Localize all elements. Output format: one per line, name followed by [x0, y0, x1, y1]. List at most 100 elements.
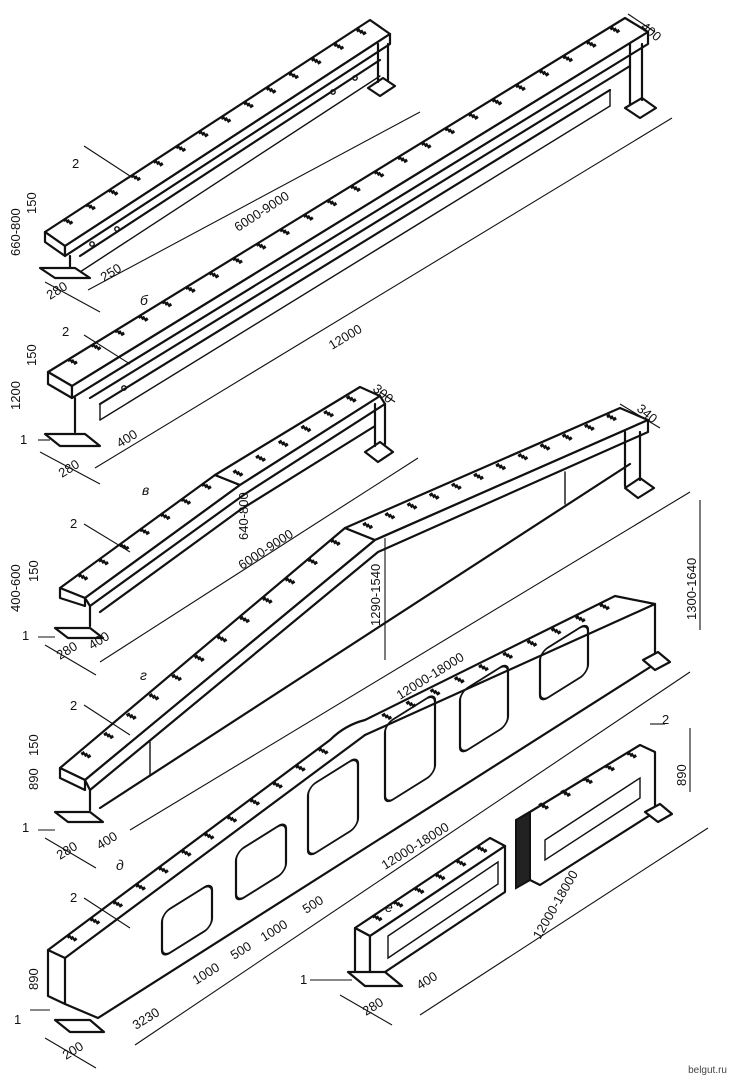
reinforcement-tick: [413, 886, 425, 895]
dim-b-height-small: 660-800: [8, 208, 23, 256]
reinforcement-tick: [77, 573, 89, 581]
dim-b-base-small: 280: [44, 278, 70, 302]
reinforcement-tick: [171, 673, 182, 682]
reinforcement-tick: [473, 472, 484, 481]
reinforcement-tick: [148, 693, 160, 701]
reinforcement-tick: [175, 144, 187, 153]
reinforcement-ticks: [62, 25, 637, 942]
reinforcement-tick: [152, 159, 164, 167]
reinforcement-tick: [139, 527, 150, 536]
reinforcement-tick: [90, 343, 102, 351]
reinforcement-tick: [444, 126, 456, 135]
reinforcement-tick: [265, 86, 277, 94]
reinforcement-tick: [434, 872, 446, 881]
reinforcement-tick: [159, 512, 171, 521]
reinforcement-tick: [232, 469, 244, 477]
reinforcement-tick: [323, 409, 334, 418]
reinforcement-tick: [62, 217, 74, 225]
reinforcement-tick: [585, 40, 597, 48]
beam-b-large: [43, 16, 658, 448]
reinforcement-tick: [125, 712, 137, 720]
reinforcement-tick: [255, 242, 267, 250]
reinforcement-tick: [226, 815, 238, 823]
reinforcement-tick: [405, 700, 417, 708]
reinforcement-tick: [197, 130, 209, 138]
reinforcement-tick: [582, 776, 593, 785]
reinforcement-tick: [583, 423, 595, 432]
reinforcement-tick: [220, 115, 232, 123]
reinforcement-tick: [200, 482, 212, 490]
dim-b-height-large: 1200: [8, 381, 23, 410]
dim-b-flange-small: 150: [24, 192, 39, 214]
reinforcement-tick: [103, 731, 114, 740]
reinforcement-tick: [294, 764, 306, 772]
reinforcement-tick: [515, 83, 526, 92]
marker-2-e: 2: [662, 712, 669, 727]
reinforcement-tick: [406, 502, 418, 510]
reinforcement-tick: [180, 497, 192, 505]
reinforcement-tick: [626, 751, 637, 759]
dim-d-pitch1: 1000: [190, 959, 222, 987]
reinforcement-tick: [184, 285, 196, 293]
reinforcement-tick: [502, 651, 514, 660]
dim-d-gap1: 500: [228, 938, 254, 962]
beam-v: [53, 385, 395, 640]
reinforcement-tick: [373, 170, 385, 178]
dim-g-right-height: 1300-1640: [684, 558, 699, 620]
reinforcement-tick: [302, 213, 314, 221]
reinforcement-tick: [333, 42, 345, 51]
reinforcement-tick: [429, 688, 441, 696]
dim-d-gap2: 500: [300, 892, 326, 916]
reinforcement-tick: [371, 913, 383, 922]
reinforcement-tick: [517, 452, 529, 461]
reinforcement-tick: [495, 462, 507, 471]
dim-v-base: 280: [54, 638, 80, 662]
reinforcement-tick: [397, 155, 408, 164]
reinforcement-tick: [450, 482, 462, 491]
reinforcement-tick: [606, 413, 617, 422]
dim-g-flange: 150: [26, 734, 41, 756]
marker-1-v: 1: [22, 628, 29, 643]
reinforcement-tick: [355, 28, 367, 36]
reinforcement-tick: [208, 271, 220, 279]
label-v: в: [142, 482, 149, 498]
reinforcement-tick: [560, 789, 571, 798]
dim-d-first: 3230: [130, 1004, 162, 1032]
reinforcement-tick: [307, 557, 318, 566]
reinforcement-tick: [476, 845, 488, 854]
label-d: д: [116, 857, 124, 873]
reinforcement-tick: [66, 934, 78, 942]
reinforcement-tick: [329, 538, 341, 546]
dim-b-span-large: 12000: [326, 321, 365, 352]
reinforcement-tick: [326, 198, 338, 207]
reinforcement-tick: [599, 602, 610, 611]
marker-1-g: 1: [22, 820, 29, 835]
reinforcement-tick: [107, 188, 119, 196]
reinforcement-tick: [98, 558, 109, 566]
reinforcement-tick: [243, 100, 254, 109]
reinforcement-tick: [135, 883, 146, 891]
reinforcement-tick: [284, 577, 296, 585]
reinforcement-tick: [381, 712, 393, 721]
reinforcement-tick: [392, 900, 404, 908]
reinforcement-tick: [180, 849, 192, 857]
beam-d: [46, 594, 672, 1034]
reinforcement-tick: [89, 917, 101, 925]
reinforcement-tick: [491, 98, 503, 106]
reinforcement-tick: [526, 639, 538, 647]
reinforcement-tick: [562, 54, 574, 63]
marker-2-g: 2: [70, 698, 77, 713]
dim-v-flange: 150: [26, 560, 41, 582]
dim-g-mid-height: 1290-1540: [368, 564, 383, 626]
reinforcement-tick: [112, 900, 124, 908]
dim-v-mid-height: 640-800: [236, 492, 251, 540]
reinforcement-tick: [550, 627, 562, 635]
reinforcement-tick: [255, 454, 266, 463]
dim-v-end-height: 400-600: [8, 564, 23, 612]
reinforcement-tick: [193, 654, 205, 662]
marker-1-e: 1: [300, 972, 307, 987]
dimension-lines: [30, 13, 709, 1069]
marker-1-d: 1: [14, 1012, 21, 1027]
watermark: belgut.ru: [688, 1065, 727, 1076]
